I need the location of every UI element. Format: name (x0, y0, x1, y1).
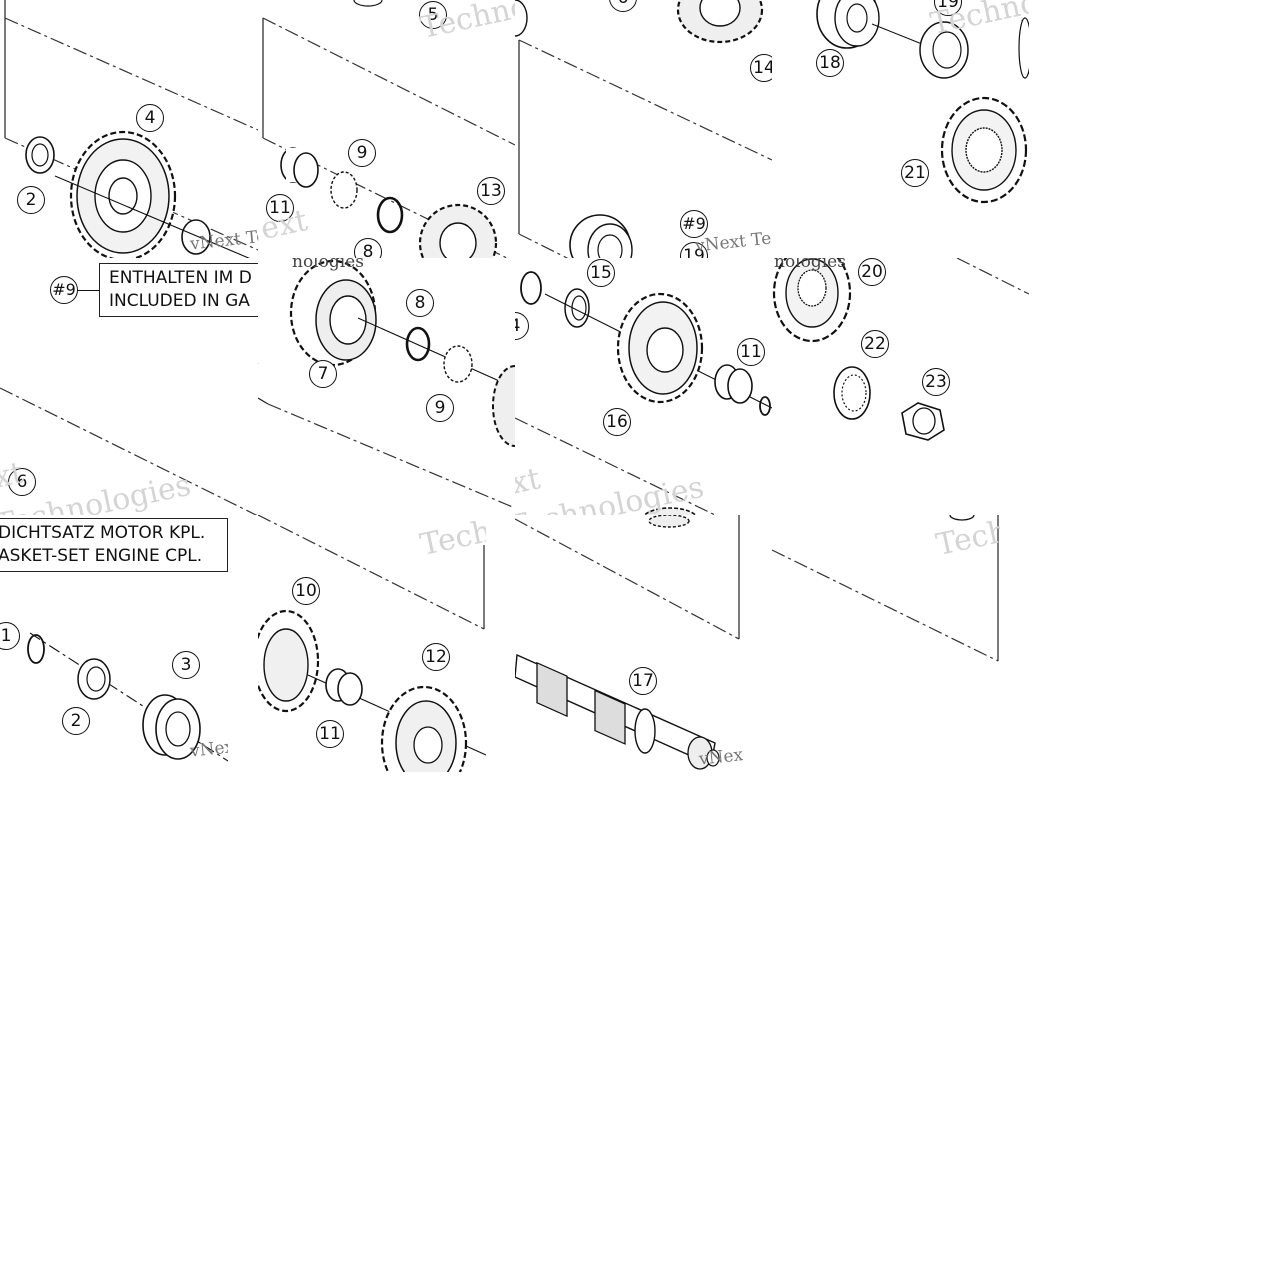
callout-21: 21 (901, 159, 929, 187)
bearing-drawing (569, 214, 633, 258)
callout-20: 20 (858, 258, 886, 286)
diagram-tile-j: 10 12 11 Tech (258, 515, 486, 772)
tile-c-drawing (515, 0, 772, 258)
callout-4: 4 (136, 104, 164, 132)
tile-h-drawing (772, 258, 1029, 441)
callout-16: 16 (603, 408, 631, 436)
callout-9: 9 (348, 139, 376, 167)
callout-10: 10 (292, 577, 320, 605)
included-note-en: INCLUDED IN GA (109, 291, 250, 311)
diagram-tile-f: 8 7 9 nologies (258, 258, 515, 515)
callout-ref-9: #9 (50, 276, 78, 304)
gear-7-drawing (289, 259, 377, 367)
gasket-note-de: DICHTSATZ MOTOR KPL. (0, 523, 206, 543)
bearing-drawing (142, 694, 201, 760)
included-note-box: ENTHALTEN IM D INCLUDED IN GA (99, 263, 258, 317)
callout-14: 14 (750, 54, 772, 82)
diagram-tile-h: 20 22 23 nologies (772, 258, 1029, 515)
diagram-tile-a: 4 2 vNext Tec (0, 0, 258, 258)
bushing-drawing (280, 147, 319, 188)
gasket-note-box: DICHTSATZ MOTOR KPL. ASKET-SET ENGINE CP… (0, 518, 228, 572)
tile-l-drawing (772, 515, 999, 662)
gear-10-drawing (258, 609, 320, 713)
tile-f-drawing (258, 259, 515, 509)
diagram-tile-g: 15 4 11 16 xt Technologies (515, 258, 772, 515)
gear-4-drawing (69, 130, 177, 258)
callout-3: 3 (172, 651, 200, 679)
tile-d-drawing (816, 0, 1029, 204)
tile-a-drawing (4, 0, 258, 258)
callout-11: 11 (737, 338, 765, 366)
callout-12: 12 (422, 643, 450, 671)
leader-line (78, 290, 100, 291)
callout-11: 11 (266, 194, 294, 222)
callout-ref-9: #9 (680, 210, 708, 238)
tile-i-drawing (27, 632, 228, 762)
callout-23: 23 (922, 368, 950, 396)
gear-16-drawing (616, 292, 704, 404)
diagram-tile-e: #9 ENTHALTEN IM D INCLUDED IN GA 6 xt Te… (0, 258, 258, 515)
callout-8: 8 (354, 238, 382, 258)
callout-13: 13 (477, 177, 505, 205)
callout-5: 5 (419, 1, 447, 29)
callout-17: 17 (629, 667, 657, 695)
callout-7: 7 (309, 360, 337, 388)
gear-12-drawing (380, 685, 468, 772)
callout-8: 8 (406, 289, 434, 317)
callout-6: 6 (8, 468, 36, 496)
sprocket-21-drawing (940, 96, 1028, 204)
callout-22: 22 (861, 330, 889, 358)
callout-9: 9 (426, 394, 454, 422)
callout-11: 11 (316, 720, 344, 748)
callout-18: 18 (816, 49, 844, 77)
diagram-tile-k: 17 vNext (515, 515, 743, 772)
tile-g-drawing (515, 271, 772, 515)
diagram-tile-b: 5 9 13 11 8 Techno vNext (258, 0, 515, 258)
bearing-drawing (816, 0, 880, 49)
diagram-tile-c: 6 14 #9 19 vNext Tec (515, 0, 772, 258)
tile-k-drawing (515, 515, 740, 770)
included-note-de: ENTHALTEN IM D (109, 268, 252, 288)
tile-j-drawing (258, 515, 486, 772)
tile-e-drawing (0, 387, 258, 515)
sprocket-20-drawing (772, 258, 852, 343)
callout-2: 2 (17, 186, 45, 214)
shaft-17-drawing (515, 653, 720, 770)
tile-b-drawing (262, 0, 515, 258)
callout-15: 15 (587, 259, 615, 287)
gasket-note-en: ASKET-SET ENGINE CPL. (0, 546, 203, 566)
diagram-tile-i: DICHTSATZ MOTOR KPL. ASKET-SET ENGINE CP… (0, 515, 228, 772)
callout-2: 2 (62, 707, 90, 735)
diagram-tile-d: 19 18 21 Techno (772, 0, 1029, 258)
diagram-tile-l: Tech (772, 515, 1000, 665)
